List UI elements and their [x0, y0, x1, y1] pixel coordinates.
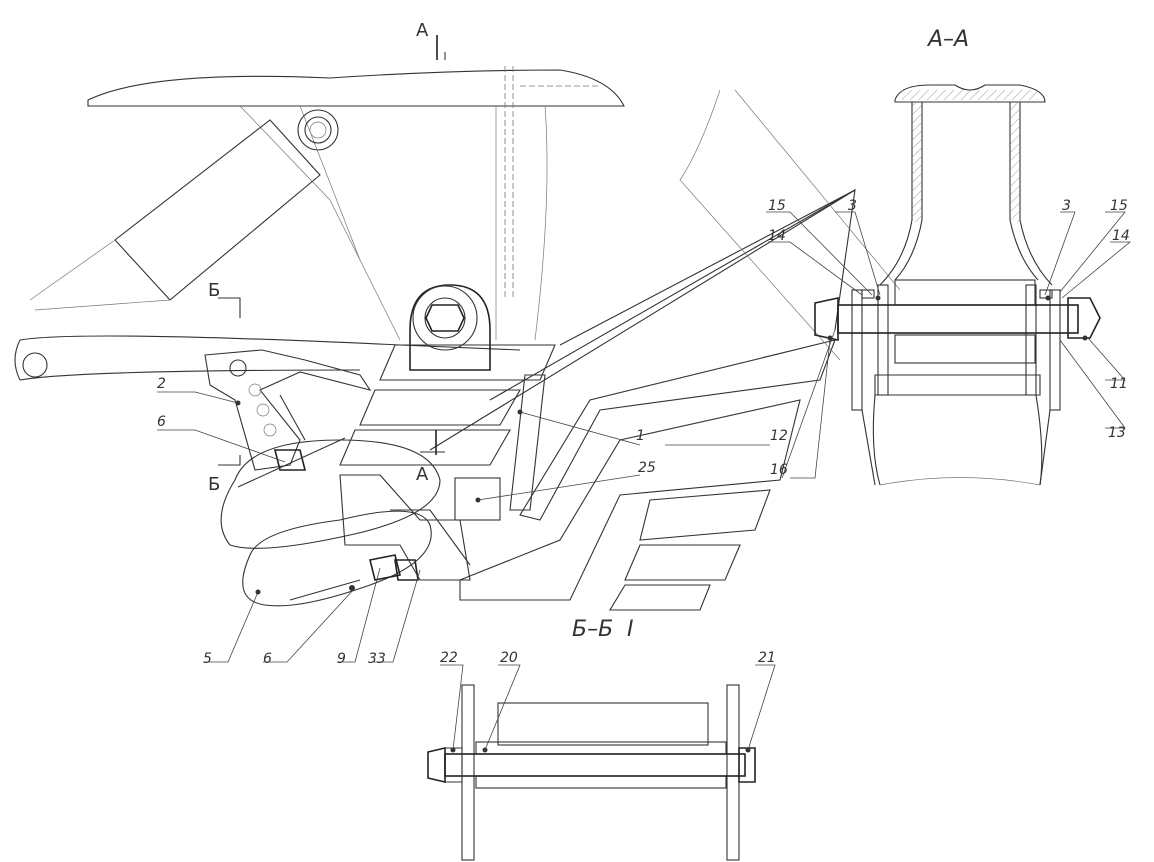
callout-12: 12 — [770, 428, 788, 444]
section-bb-tick: I — [627, 617, 634, 642]
cut-mark-a-low: А — [416, 464, 429, 485]
callout-aa-15-right: 15 — [1110, 198, 1128, 214]
callout-bb-20: 20 — [500, 650, 518, 666]
callout-33: 33 — [368, 651, 386, 667]
callout-bb-21: 21 — [758, 650, 776, 666]
callout-aa-3-left: 3 — [848, 198, 857, 214]
callout-6-lower: 6 — [263, 651, 272, 667]
callout-2: 2 — [157, 376, 166, 392]
callout-6-upper: 6 — [157, 414, 166, 430]
callout-16: 16 — [770, 462, 788, 478]
cut-mark-b-low: Б — [208, 474, 220, 495]
callout-aa-14-right: 14 — [1112, 228, 1130, 244]
callout-bb-22: 22 — [440, 650, 458, 666]
section-bb-title: Б–Б — [572, 617, 613, 642]
cut-mark-b-top: Б — [208, 280, 220, 301]
callout-aa-14-left: 14 — [768, 228, 786, 244]
cut-mark-a-top: А — [416, 20, 429, 41]
main-view — [14, 35, 901, 663]
callout-25: 25 — [638, 460, 656, 476]
section-aa — [766, 84, 1132, 486]
callout-9: 9 — [337, 651, 346, 667]
callout-aa-3-right: 3 — [1062, 198, 1071, 214]
section-aa-title: А–А — [926, 27, 969, 52]
labels: А–А Б–Б I А А Б Б 2 6 1 12 25 16 5 6 9 3… — [157, 20, 1130, 667]
callout-1: 1 — [636, 428, 645, 444]
callout-aa-15-left: 15 — [768, 198, 786, 214]
callout-aa-13: 13 — [1108, 425, 1126, 441]
section-bb — [427, 664, 776, 861]
callout-5: 5 — [203, 651, 212, 667]
callout-aa-11: 11 — [1110, 376, 1128, 392]
